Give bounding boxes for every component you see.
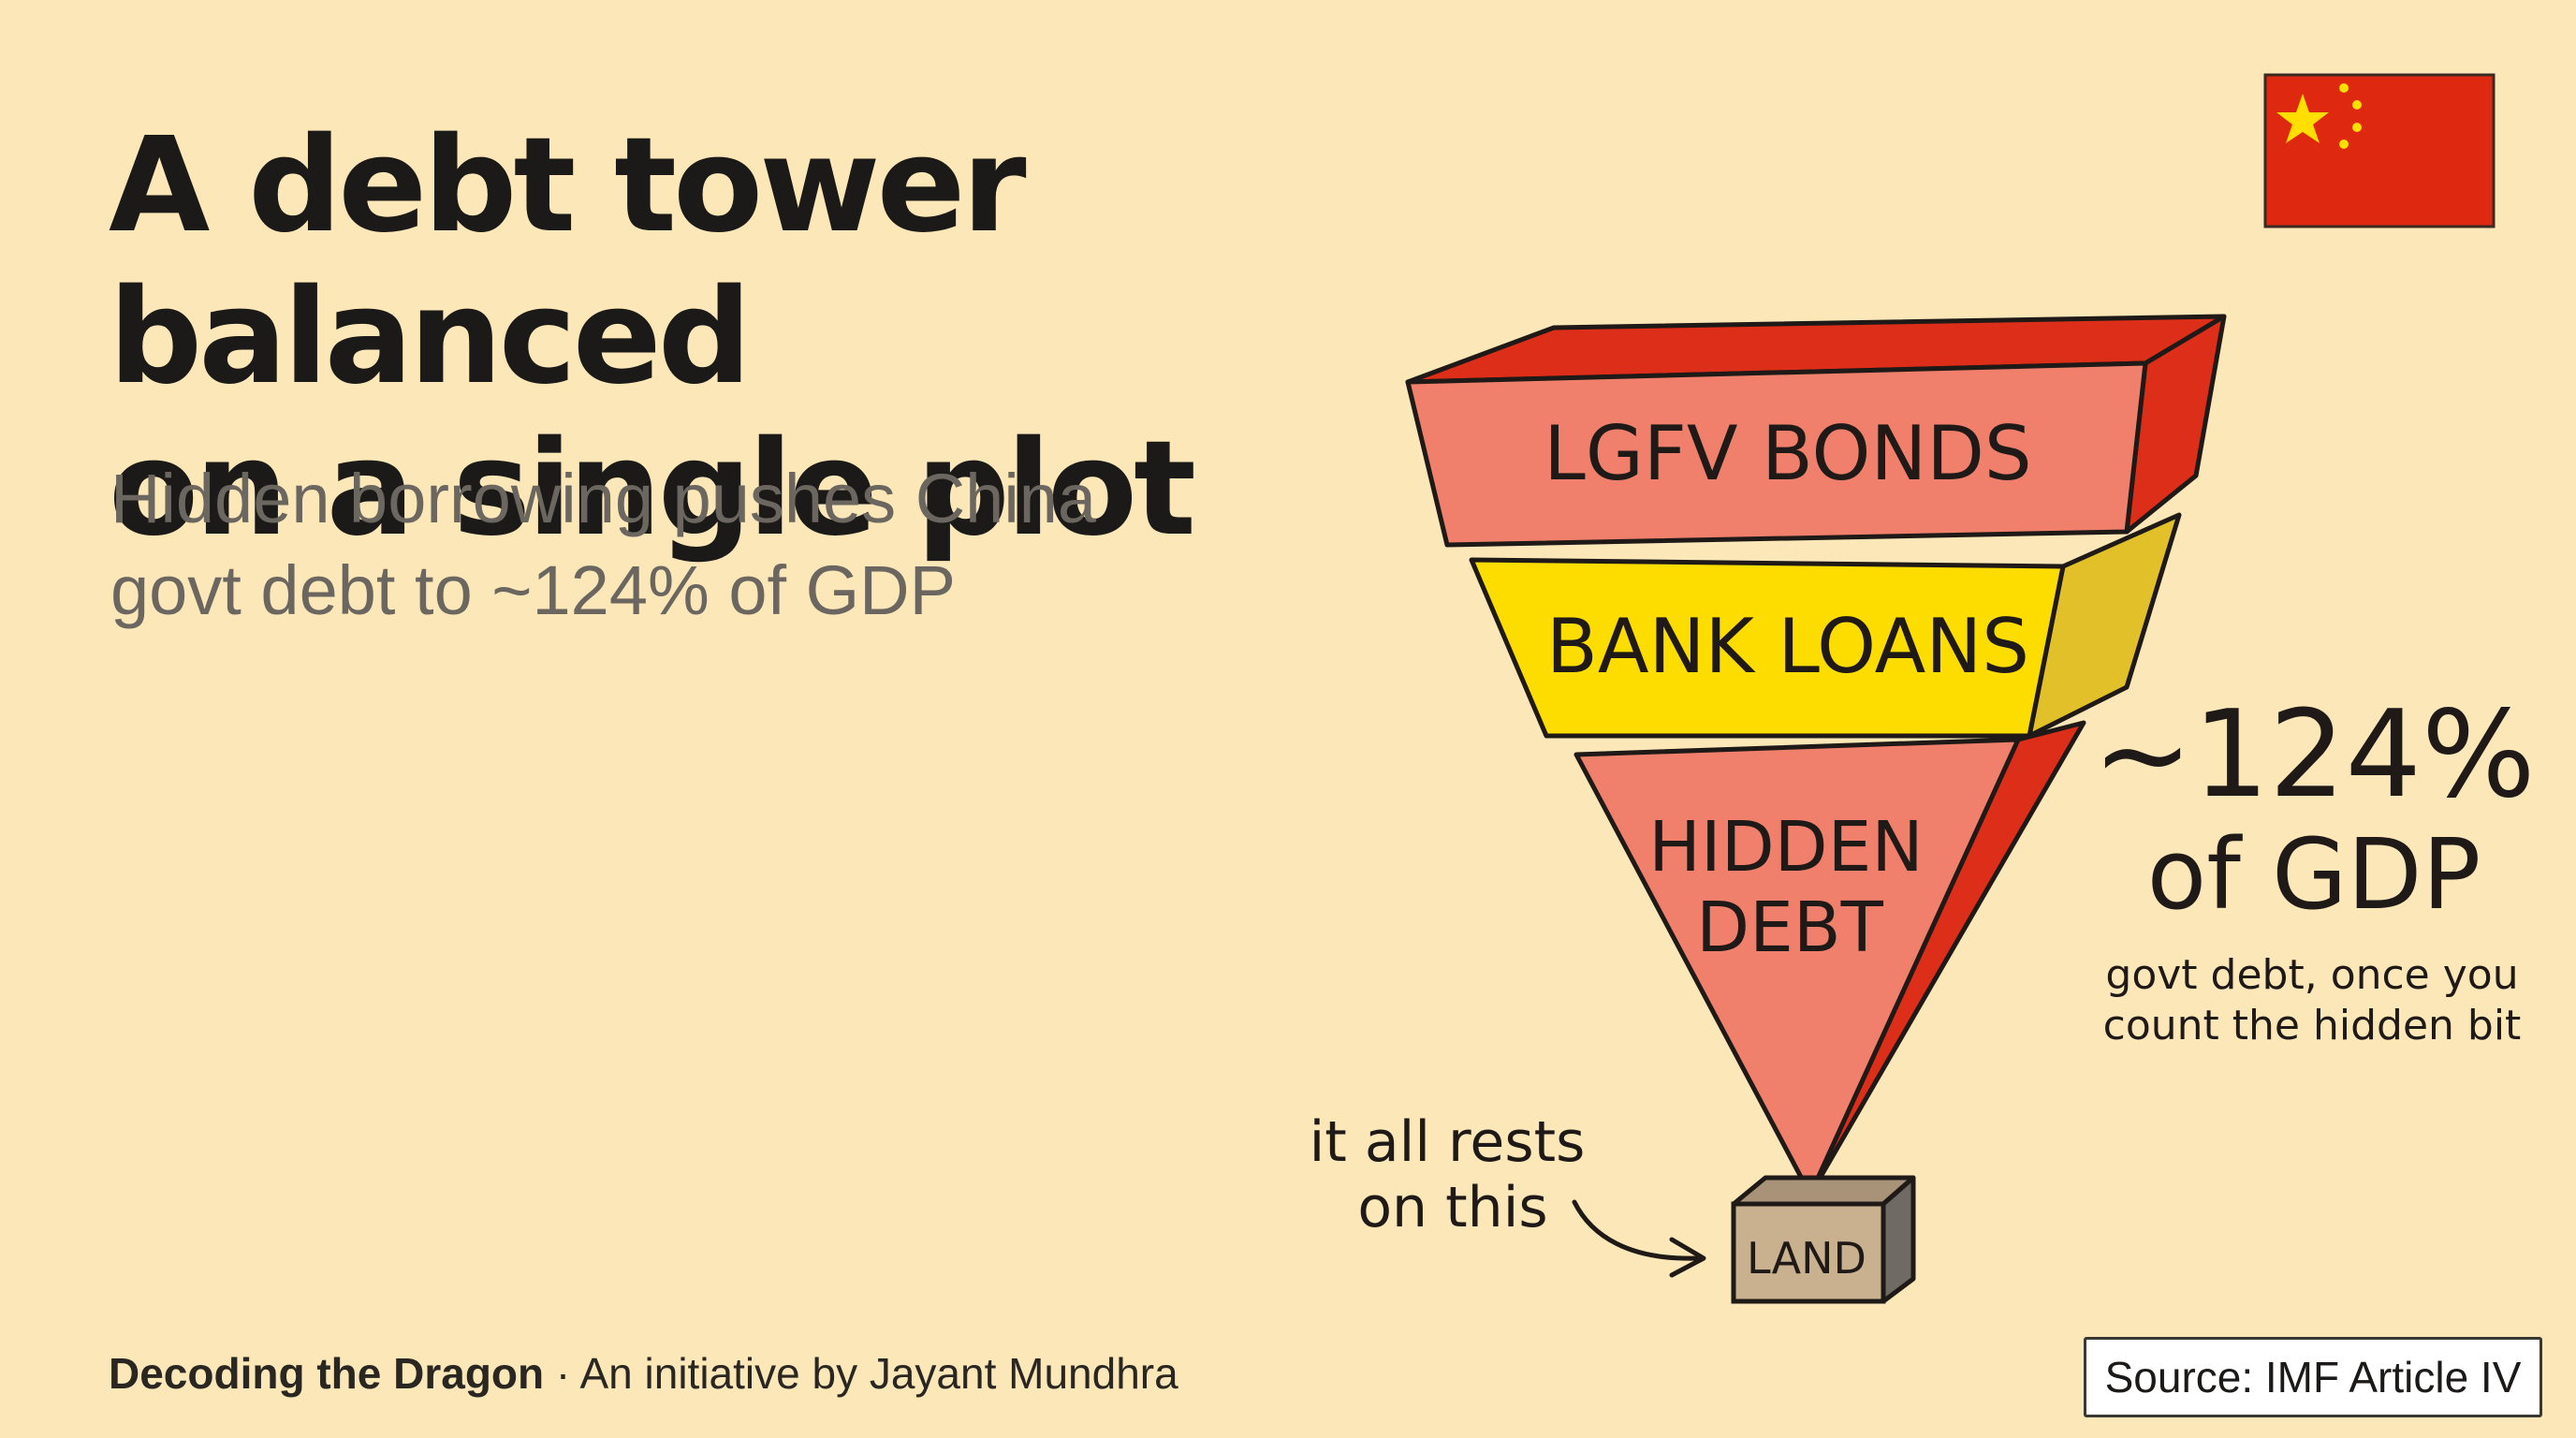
source-box: Source: IMF Article IV (2084, 1337, 2542, 1417)
title-line-2: on a single plot (109, 413, 1196, 565)
flag-big-star (2276, 94, 2329, 143)
flag-small-star (2352, 100, 2362, 110)
hidden-debt-label-line-2: DEBT (1696, 888, 1884, 968)
land-label: LAND (1747, 1233, 1866, 1284)
footer-brand: Decoding the Dragon (109, 1349, 545, 1398)
tower-layer-hidden-debt: HIDDEN DEBT (1573, 720, 2086, 1197)
footer-byline: An initiative by Jayant Mundhra (579, 1349, 1178, 1398)
lgfv-front-face (1405, 360, 2148, 548)
subtitle-line-2: govt debt to ~124% of GDP (110, 551, 956, 629)
land-front-face (1731, 1201, 1886, 1304)
annotation-line-2: on this (1357, 1175, 1547, 1240)
annotation-arrow-icon (1572, 1199, 1699, 1261)
title-line-1: A debt tower balanced (109, 110, 1027, 414)
callout-note-line-1: govt debt, once you (2105, 951, 2518, 999)
hidden-debt-label-line-1: HIDDEN (1648, 807, 1924, 888)
lgfv-bonds-label: LGFV BONDS (1544, 410, 2031, 497)
callout-unit: of GDP (2147, 817, 2481, 932)
land-annotation: it all rests on this (1310, 1109, 1706, 1278)
tower-layer-bank-loans: BANK LOANS (1469, 512, 2182, 739)
page-title: A debt tower balanced on a single plot (109, 110, 1700, 565)
callout-value: ~124% (2092, 685, 2535, 825)
footer-credit: Decoding the Dragon · An initiative by J… (109, 1348, 1178, 1399)
callout-note-line-2: count the hidden bit (2103, 1002, 2522, 1049)
flag-small-star (2352, 123, 2362, 132)
bank-loans-label: BANK LOANS (1546, 603, 2029, 690)
subtitle-line-1: Hidden borrowing pushes China (110, 460, 1097, 537)
footer-separator: · (544, 1349, 580, 1398)
debt-callout: ~124% of GDP govt debt, once you count t… (2092, 685, 2535, 1049)
annotation-line-1: it all rests (1310, 1109, 1586, 1175)
source-label: Source: IMF Article IV (2104, 1353, 2522, 1401)
annotation-arrow-head-icon (1669, 1237, 1706, 1278)
flag-small-star (2339, 83, 2349, 93)
china-flag-icon (2263, 73, 2496, 228)
flag-small-star (2339, 139, 2349, 149)
land-base-block: LAND (1731, 1175, 1916, 1304)
page-subtitle: Hidden borrowing pushes China govt debt … (110, 453, 1421, 637)
hidden-debt-front-face (1573, 737, 2021, 1197)
tower-layer-lgfv-bonds: LGFV BONDS (1405, 314, 2227, 548)
